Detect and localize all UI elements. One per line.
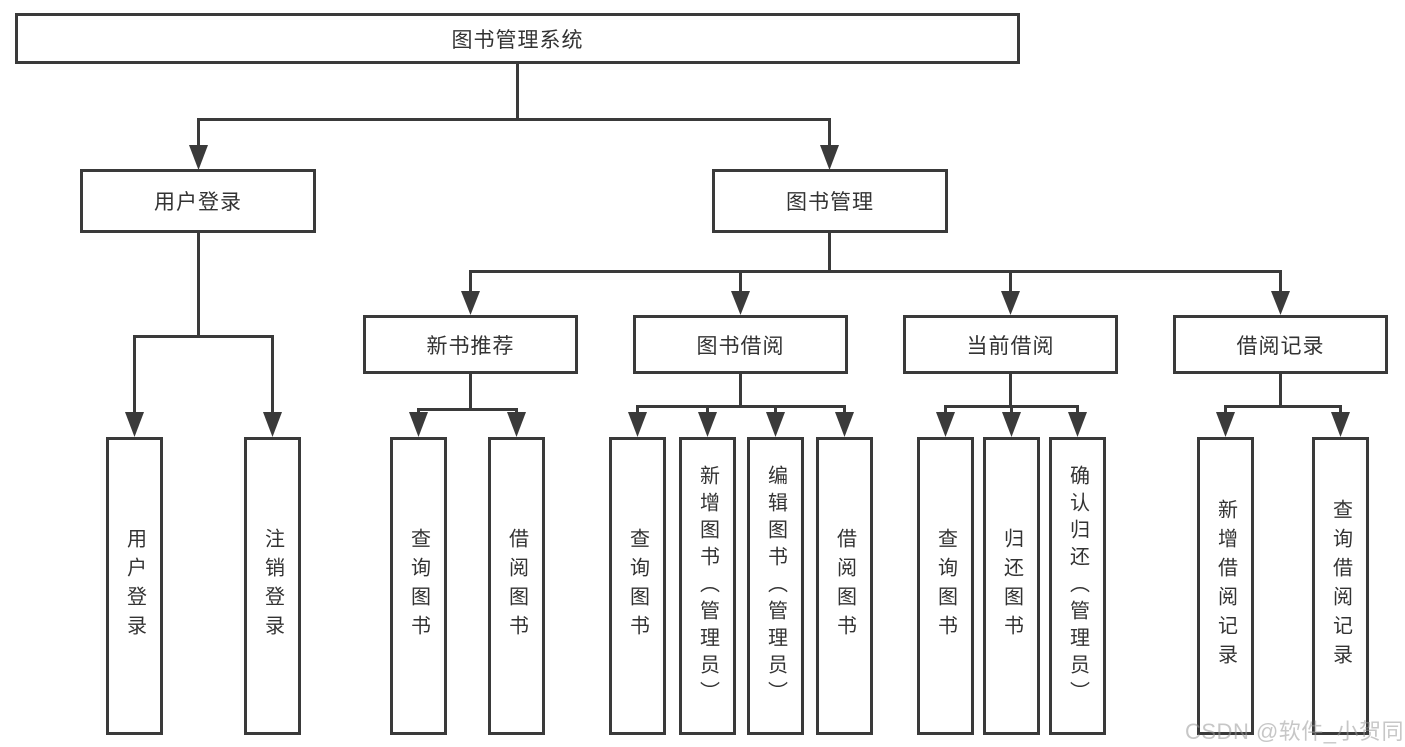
leaf-query-books-1: 查询图书	[390, 437, 447, 735]
leaf-edit-books-admin: 编辑图书（管理员）	[747, 437, 804, 735]
leaf-query-books-3: 查询图书	[917, 437, 974, 735]
node-new-book-recommend: 新书推荐	[363, 315, 578, 374]
node-root-system: 图书管理系统	[15, 13, 1020, 64]
node-user-login: 用户登录	[80, 169, 316, 233]
node-book-borrow: 图书借阅	[633, 315, 848, 374]
leaf-query-borrow-record-label: 查询借阅记录	[1329, 499, 1352, 673]
arrowheads	[125, 145, 1350, 437]
node-book-management: 图书管理	[712, 169, 948, 233]
leaf-return-books-label: 归还图书	[1000, 528, 1023, 644]
node-borrow-record: 借阅记录	[1173, 315, 1388, 374]
leaf-logout: 注销登录	[244, 437, 301, 735]
leaf-user-login-label: 用户登录	[123, 528, 146, 644]
leaf-add-borrow-record-label: 新增借阅记录	[1214, 499, 1237, 673]
leaf-add-books-admin-label: 新增图书（管理员）	[696, 464, 719, 708]
leaf-query-books-2-label: 查询图书	[626, 528, 649, 644]
leaf-confirm-return-admin: 确认归还（管理员）	[1049, 437, 1106, 735]
node-current-borrow-label: 当前借阅	[966, 334, 1055, 358]
leaf-query-books-1-label: 查询图书	[407, 528, 430, 644]
leaf-borrow-books-1-label: 借阅图书	[505, 528, 528, 644]
leaf-query-books-2: 查询图书	[609, 437, 666, 735]
csdn-watermark: CSDN @软件_小贺同学	[1185, 719, 1405, 744]
leaf-query-books-3-label: 查询图书	[934, 528, 957, 644]
leaf-borrow-books-2-label: 借阅图书	[833, 528, 856, 644]
leaf-add-books-admin: 新增图书（管理员）	[679, 437, 736, 735]
leaf-edit-books-admin-label: 编辑图书（管理员）	[764, 464, 787, 708]
node-book-management-label: 图书管理	[786, 191, 874, 214]
leaf-borrow-books-2: 借阅图书	[816, 437, 873, 735]
node-user-login-label: 用户登录	[154, 191, 242, 214]
node-borrow-record-label: 借阅记录	[1236, 334, 1325, 358]
leaf-logout-label: 注销登录	[261, 528, 284, 644]
leaf-borrow-books-1: 借阅图书	[488, 437, 545, 735]
leaf-query-borrow-record: 查询借阅记录	[1312, 437, 1369, 735]
leaf-return-books: 归还图书	[983, 437, 1040, 735]
node-root-label: 图书管理系统	[451, 28, 584, 52]
node-book-borrow-label: 图书借阅	[696, 334, 785, 358]
node-current-borrow: 当前借阅	[903, 315, 1118, 374]
node-new-book-recommend-label: 新书推荐	[426, 334, 515, 358]
leaf-confirm-return-admin-label: 确认归还（管理员）	[1066, 464, 1089, 708]
leaf-user-login: 用户登录	[106, 437, 163, 735]
leaf-add-borrow-record: 新增借阅记录	[1197, 437, 1254, 735]
